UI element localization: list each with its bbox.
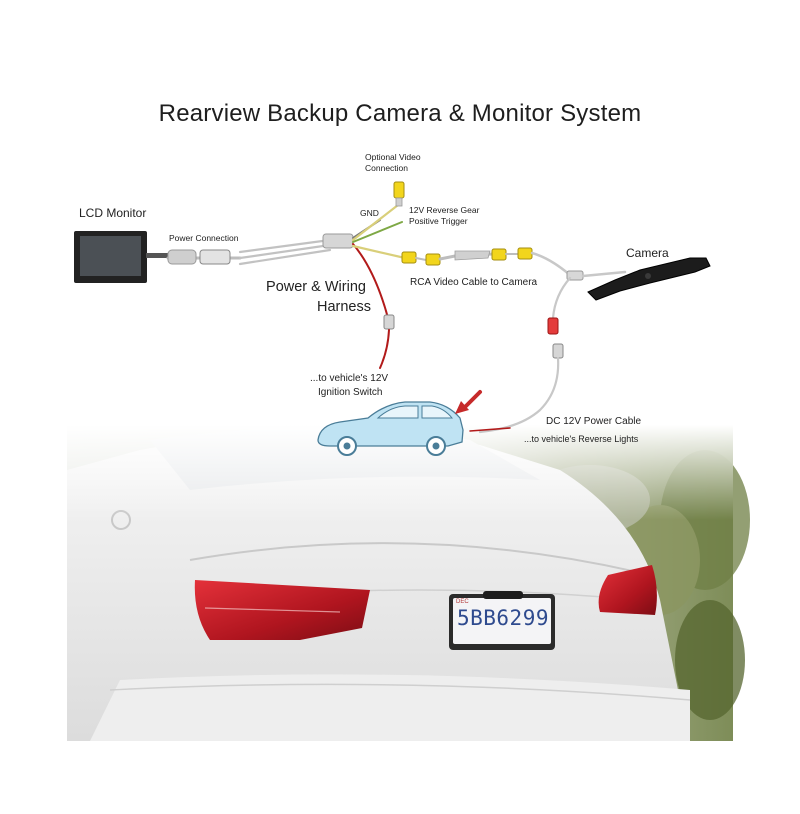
- right-tail-light: [598, 565, 657, 615]
- power-connector: [167, 249, 197, 265]
- plate-camera-bar: [483, 591, 523, 599]
- vehicle-icon: [317, 401, 464, 456]
- monitor-screen: [80, 236, 141, 276]
- dc-power-connector-red: [547, 317, 559, 335]
- reverse-gear-label-line1: 12V Reverse Gear: [409, 205, 480, 215]
- red-arrow: [455, 390, 482, 414]
- license-plate-number: 5BB6299: [456, 606, 549, 630]
- power-connection-label: Power Connection: [169, 233, 239, 243]
- camera-device: [587, 257, 711, 301]
- license-plate-month: DEC: [456, 599, 469, 605]
- car-photo: [67, 425, 750, 741]
- optional-video-label-line1: Optional Video: [365, 152, 421, 162]
- license-plate: [453, 598, 551, 644]
- harness-label-line1: Power & Wiring: [266, 279, 366, 295]
- trunk-edge: [189, 542, 651, 576]
- gnd-label: GND: [360, 208, 379, 218]
- optional-video-connector: [393, 181, 405, 199]
- harness-label-line2: Harness: [317, 299, 371, 315]
- optional-video-label-line2: Connection: [365, 163, 409, 173]
- rca-connector-4: [517, 247, 533, 260]
- diagram-title: Rearview Backup Camera & Monitor System: [158, 100, 642, 127]
- rca-connector-1: [401, 251, 417, 264]
- rca-connector-3: [491, 248, 507, 261]
- harness-hub: [322, 233, 354, 249]
- wiring: [166, 181, 627, 434]
- reverse-gear-label-line2: Positive Trigger: [409, 216, 468, 226]
- rca-connector-2: [425, 253, 441, 266]
- power-plug: [199, 249, 231, 265]
- camera-label: Camera: [626, 246, 669, 260]
- lcd-monitor-label: LCD Monitor: [79, 206, 147, 220]
- lcd-monitor-device: [74, 231, 170, 283]
- dc-power-plug: [552, 343, 564, 359]
- ignition-connector: [383, 314, 395, 330]
- reverse-lights-label: ...to vehicle's Reverse Lights: [524, 434, 639, 444]
- ignition-label-line2: Ignition Switch: [318, 387, 383, 398]
- ignition-label-line1: ...to vehicle's 12V: [310, 373, 389, 384]
- rca-video-label: RCA Video Cable to Camera: [410, 277, 538, 288]
- camera-bar: [587, 257, 711, 301]
- car-bumper: [90, 674, 690, 741]
- dc-power-label: DC 12V Power Cable: [546, 416, 642, 427]
